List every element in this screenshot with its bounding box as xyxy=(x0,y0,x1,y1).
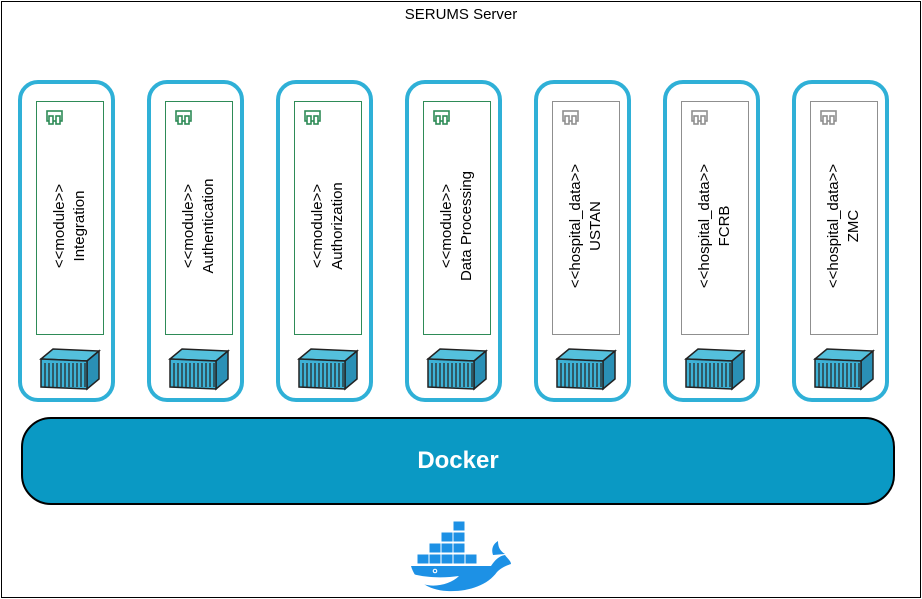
container-authentication: <<module>>Authentication xyxy=(147,80,244,402)
component-name: FCRB xyxy=(716,205,733,247)
component-label: <<hospital_data>>USTAN xyxy=(566,106,606,346)
shipping-container-icon xyxy=(684,348,746,391)
component-icon xyxy=(820,110,837,125)
component-name: Authentication xyxy=(200,178,217,274)
stereotype-label: <<hospital_data>> xyxy=(567,163,584,289)
component-label: <<module>>Data Processing xyxy=(437,106,477,346)
shipping-container-icon xyxy=(426,348,488,391)
component-name: ZMC xyxy=(845,209,862,243)
stereotype-label: <<module>> xyxy=(309,183,326,269)
module-component: <<module>>Integration xyxy=(36,101,104,335)
stereotype-label: <<hospital_data>> xyxy=(825,163,842,289)
container-zmc: <<hospital_data>>ZMC xyxy=(792,80,889,402)
component-label: <<hospital_data>>FCRB xyxy=(695,106,735,346)
module-component: <<module>>Authorization xyxy=(294,101,362,335)
component-name: USTAN xyxy=(587,201,604,251)
component-icon xyxy=(433,110,450,125)
component-label: <<module>>Authorization xyxy=(308,106,348,346)
container-authorization: <<module>>Authorization xyxy=(276,80,373,402)
docker-bar: Docker xyxy=(21,417,895,505)
module-component: <<module>>Data Processing xyxy=(423,101,491,335)
module-component: <<module>>Authentication xyxy=(165,101,233,335)
shipping-container-icon xyxy=(39,348,101,391)
component-name: Authorization xyxy=(329,182,346,270)
component-icon xyxy=(691,110,708,125)
component-icon xyxy=(562,110,579,125)
docker-whale-icon xyxy=(411,520,511,592)
server-title: SERUMS Server xyxy=(404,6,518,23)
container-integration: <<module>>Integration xyxy=(18,80,115,402)
container-ustan: <<hospital_data>>USTAN xyxy=(534,80,631,402)
component-name: Data Processing xyxy=(458,170,475,282)
stereotype-label: <<hospital_data>> xyxy=(696,163,713,289)
stereotype-label: <<module>> xyxy=(180,183,197,269)
container-data-processing: <<module>>Data Processing xyxy=(405,80,502,402)
component-icon xyxy=(304,110,321,125)
stereotype-label: <<module>> xyxy=(51,183,68,269)
component-label: <<module>>Authentication xyxy=(179,106,219,346)
component-icon xyxy=(175,110,192,125)
container-fcrb: <<hospital_data>>FCRB xyxy=(663,80,760,402)
shipping-container-icon xyxy=(813,348,875,391)
hospital-data-component: <<hospital_data>>USTAN xyxy=(552,101,620,335)
shipping-container-icon xyxy=(555,348,617,391)
shipping-container-icon xyxy=(168,348,230,391)
component-icon xyxy=(46,110,63,125)
stereotype-label: <<module>> xyxy=(438,183,455,269)
component-name: Integration xyxy=(71,190,88,262)
docker-label: Docker xyxy=(417,447,499,474)
hospital-data-component: <<hospital_data>>FCRB xyxy=(681,101,749,335)
component-label: <<hospital_data>>ZMC xyxy=(824,106,864,346)
hospital-data-component: <<hospital_data>>ZMC xyxy=(810,101,878,335)
component-label: <<module>>Integration xyxy=(50,106,90,346)
shipping-container-icon xyxy=(297,348,359,391)
